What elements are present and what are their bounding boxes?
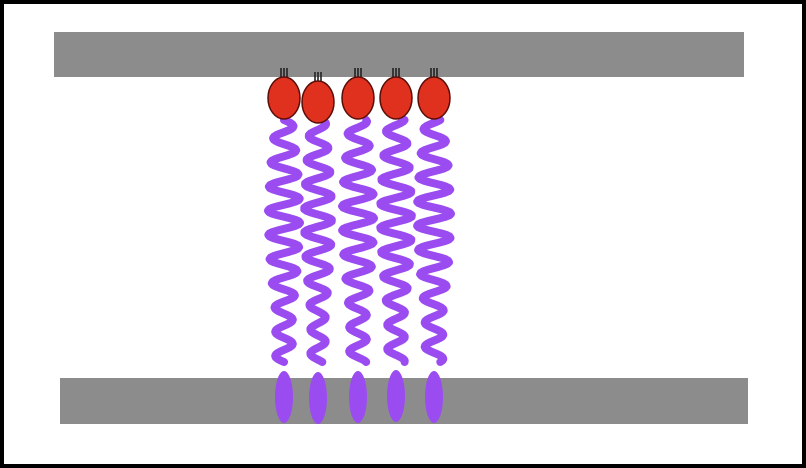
tail-anchor <box>387 370 405 422</box>
tail-anchor <box>349 371 367 423</box>
linker-ticks <box>430 68 438 77</box>
linker-ticks <box>280 68 288 77</box>
molecule-4 <box>376 68 416 422</box>
molecule-head <box>267 76 301 120</box>
linker-ticks <box>392 68 400 77</box>
tail-anchor <box>309 372 327 424</box>
molecule-3 <box>338 68 378 423</box>
molecule-head <box>341 76 375 120</box>
tail-anchor <box>425 371 443 423</box>
molecule-tail <box>376 116 416 366</box>
molecule-head <box>417 76 451 120</box>
molecule-5 <box>413 68 455 423</box>
molecule-group <box>264 68 455 424</box>
molecule-tail <box>338 116 378 366</box>
linker-ticks <box>314 72 322 81</box>
linker-ticks <box>354 68 362 77</box>
tail-anchor <box>275 371 293 423</box>
molecule-tail <box>264 116 304 366</box>
molecule-head <box>379 76 413 120</box>
molecule-1 <box>264 68 304 423</box>
molecule-2 <box>300 72 336 424</box>
molecule-head <box>301 80 335 124</box>
molecule-tail <box>413 116 455 366</box>
molecule-tail <box>300 116 336 366</box>
